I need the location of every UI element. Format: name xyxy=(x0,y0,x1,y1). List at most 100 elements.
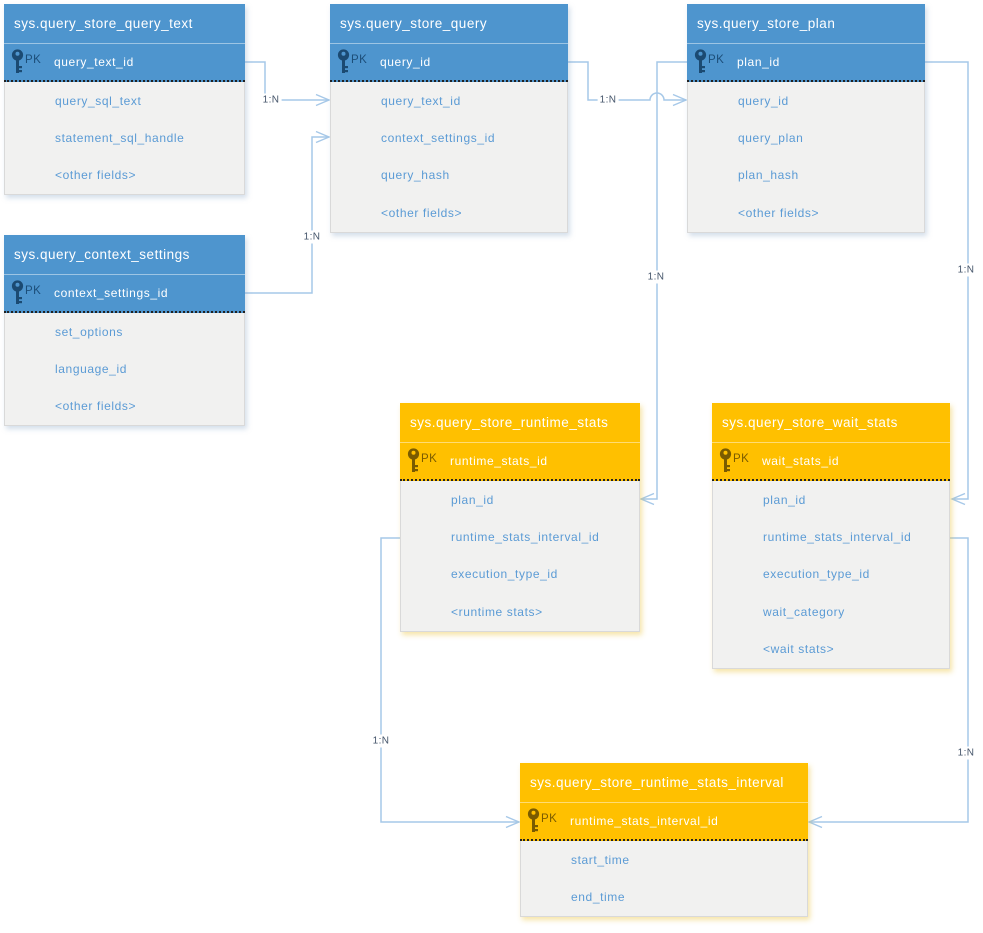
field-name: execution_type_id xyxy=(763,567,870,582)
pk-field-name: query_id xyxy=(380,55,431,69)
pk-tag: PK xyxy=(25,54,42,66)
field-name: context_settings_id xyxy=(381,131,496,146)
relation-label: 1:N xyxy=(370,734,392,748)
field-name: plan_hash xyxy=(738,168,799,183)
connector-runtimestats-to-interval xyxy=(380,537,519,823)
table-title: sys.query_store_plan xyxy=(687,4,925,43)
relation-label: 1:N xyxy=(301,230,323,244)
primary-key-icon xyxy=(719,448,732,472)
field-name: query_hash xyxy=(381,168,450,183)
pk-field-name: runtime_stats_id xyxy=(450,454,548,468)
arrowhead-icon xyxy=(505,815,521,829)
pk-tag: PK xyxy=(421,453,438,465)
field-row: query_text_id xyxy=(331,82,567,119)
field-row: start_time xyxy=(521,841,807,878)
primary-key-icon xyxy=(527,808,540,832)
field-name: <other fields> xyxy=(381,205,463,220)
field-name: <wait stats> xyxy=(763,642,835,657)
field-list: query_text_id context_settings_id query_… xyxy=(330,82,568,233)
field-row: <runtime stats> xyxy=(401,593,639,630)
field-row: <other fields> xyxy=(688,194,924,231)
arrowhead-icon xyxy=(950,492,966,506)
primary-key-icon xyxy=(11,49,24,73)
pk-tag: PK xyxy=(25,285,42,297)
field-name: runtime_stats_interval_id xyxy=(451,530,600,545)
field-row: query_sql_text xyxy=(5,82,244,119)
table-title: sys.query_store_runtime_stats_interval xyxy=(520,763,808,802)
field-row: wait_category xyxy=(713,593,949,630)
pk-row: PK context_settings_id xyxy=(4,274,245,313)
field-name: <other fields> xyxy=(55,168,137,183)
table-query-context-settings[interactable]: sys.query_context_settings PK context_se… xyxy=(4,235,245,427)
connector-contextsettings-to-query xyxy=(245,136,329,294)
pk-field-name: context_settings_id xyxy=(54,286,169,300)
field-list: query_id query_plan plan_hash <other fie… xyxy=(687,82,925,233)
field-name: query_sql_text xyxy=(55,93,142,108)
field-name: language_id xyxy=(55,362,127,377)
table-title: sys.query_store_query xyxy=(330,4,568,43)
field-row: end_time xyxy=(521,878,807,915)
field-name: runtime_stats_interval_id xyxy=(763,530,912,545)
field-row: context_settings_id xyxy=(331,119,567,156)
table-query-store-query[interactable]: sys.query_store_query PK query_id query_… xyxy=(330,4,568,233)
arrowhead-icon xyxy=(315,93,331,107)
field-name: set_options xyxy=(55,324,123,339)
field-row: <other fields> xyxy=(331,194,567,231)
connector-waitstats-to-interval xyxy=(809,537,969,823)
field-name: end_time xyxy=(571,890,626,905)
pk-field-name: plan_id xyxy=(737,55,780,69)
primary-key-icon xyxy=(337,49,350,73)
arrowhead-icon xyxy=(672,93,688,107)
connector-query-to-plan xyxy=(568,61,686,101)
pk-field-name: runtime_stats_interval_id xyxy=(570,814,719,828)
pk-tag: PK xyxy=(733,453,750,465)
field-row: plan_id xyxy=(401,481,639,518)
relation-label: 1:N xyxy=(260,93,282,107)
arrowhead-icon xyxy=(315,130,331,144)
table-query-store-runtime-stats[interactable]: sys.query_store_runtime_stats PK runtime… xyxy=(400,403,640,632)
relation-label: 1:N xyxy=(955,263,977,277)
field-name: query_plan xyxy=(738,131,804,146)
primary-key-icon xyxy=(407,448,420,472)
pk-row: PK plan_id xyxy=(687,43,925,82)
field-list: query_sql_text statement_sql_handle <oth… xyxy=(4,82,245,196)
relation-label: 1:N xyxy=(597,93,619,107)
field-list: plan_id runtime_stats_interval_id execut… xyxy=(712,481,950,669)
field-row: plan_id xyxy=(713,481,949,518)
field-name: <other fields> xyxy=(738,205,820,220)
field-row: set_options xyxy=(5,313,244,350)
arrowhead-icon xyxy=(807,815,823,829)
connector-querytext-to-query xyxy=(245,61,329,101)
field-row: plan_hash xyxy=(688,157,924,194)
arrowhead-icon xyxy=(639,492,655,506)
connector-plan-to-waitstats xyxy=(925,61,969,500)
field-name: execution_type_id xyxy=(451,567,558,582)
field-row: <other fields> xyxy=(5,388,244,425)
pk-tag: PK xyxy=(541,813,558,825)
pk-field-name: query_text_id xyxy=(54,55,134,69)
table-query-store-query-text[interactable]: sys.query_store_query_text PK query_text… xyxy=(4,4,245,196)
field-name: plan_id xyxy=(763,492,806,507)
field-list: start_time end_time xyxy=(520,841,808,917)
pk-row: PK runtime_stats_id xyxy=(400,442,640,481)
table-query-store-runtime-stats-interval[interactable]: sys.query_store_runtime_stats_interval P… xyxy=(520,763,808,917)
field-row: execution_type_id xyxy=(401,556,639,593)
table-title: sys.query_store_runtime_stats xyxy=(400,403,640,442)
pk-field-name: wait_stats_id xyxy=(762,454,840,468)
field-row: query_id xyxy=(688,82,924,119)
pk-row: PK query_text_id xyxy=(4,43,245,82)
field-name: wait_category xyxy=(763,604,845,619)
field-name: query_text_id xyxy=(381,93,461,108)
field-name: query_id xyxy=(738,93,789,108)
table-query-store-wait-stats[interactable]: sys.query_store_wait_stats PK wait_stats… xyxy=(712,403,950,669)
field-name: statement_sql_handle xyxy=(55,131,185,146)
pk-row: PK query_id xyxy=(330,43,568,82)
field-row: <wait stats> xyxy=(713,631,949,668)
field-name: start_time xyxy=(571,852,630,867)
table-query-store-plan[interactable]: sys.query_store_plan PK plan_id query_id… xyxy=(687,4,925,233)
pk-row: PK wait_stats_id xyxy=(712,442,950,481)
primary-key-icon xyxy=(11,280,24,304)
table-title: sys.query_store_query_text xyxy=(4,4,245,43)
relation-label: 1:N xyxy=(645,270,667,284)
